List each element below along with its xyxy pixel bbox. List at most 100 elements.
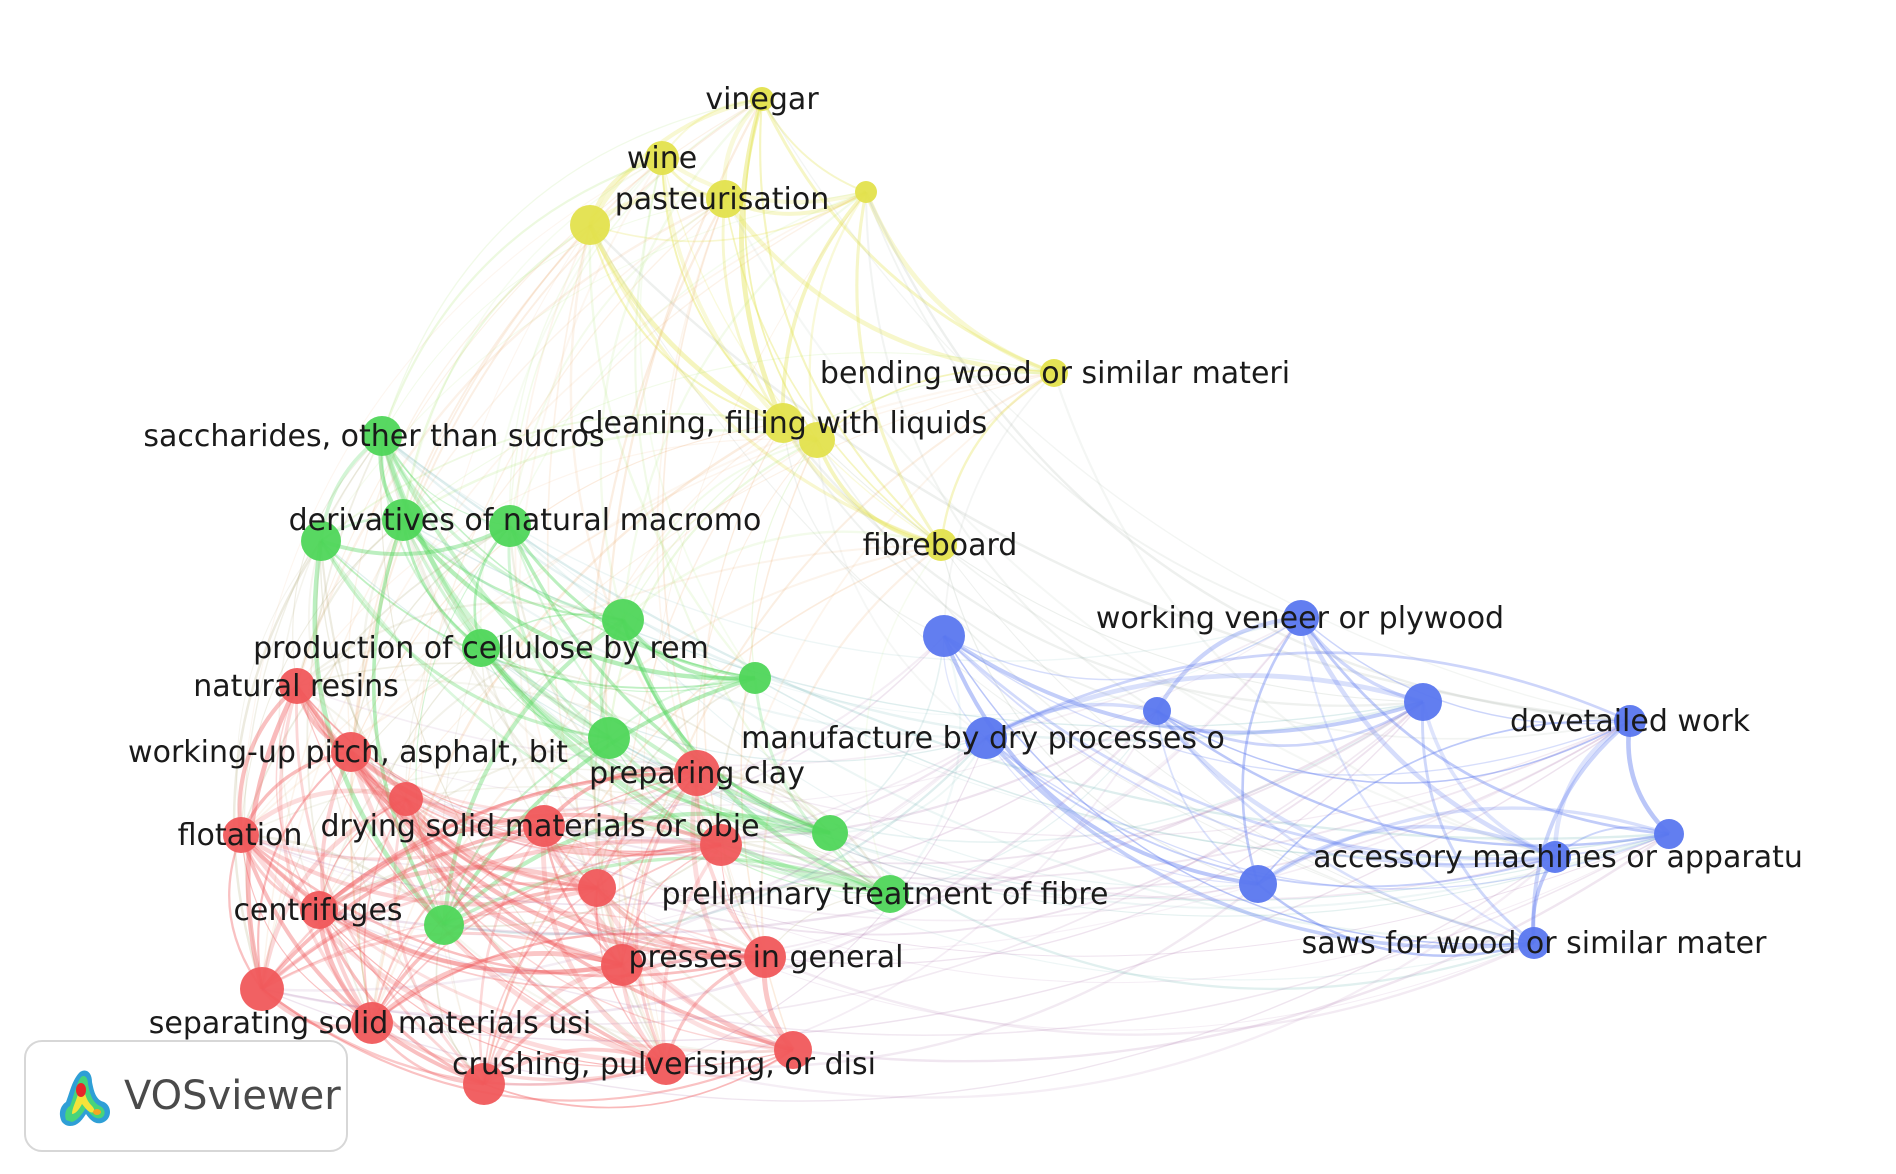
node-crushing[interactable] — [645, 1043, 687, 1085]
link-working_veneer-b_unlabeled_2 — [1155, 615, 1302, 713]
node-g_unlabeled_2[interactable] — [489, 505, 531, 547]
link-b_unlabeled_1-b_unlabeled_3 — [942, 634, 1424, 735]
link-g_unlabeled_1-r_unlabeled_1 — [319, 540, 407, 800]
node-g_unlabeled_5[interactable] — [588, 717, 630, 759]
node-r_unlabeled_4[interactable] — [601, 944, 643, 986]
node-label-natural_resins[interactable]: natural resins — [193, 669, 399, 704]
node-r_unlabeled_2[interactable] — [700, 824, 742, 866]
node-y_unlabeled_1[interactable] — [570, 205, 610, 245]
node-label-separating[interactable]: separating solid materials usi — [149, 1006, 592, 1041]
node-bending[interactable] — [1040, 359, 1068, 387]
link-natural_resins-centrifuges — [275, 685, 320, 911]
node-b_unlabeled_3[interactable] — [1404, 683, 1442, 721]
link-production-r_unlabeled_6 — [441, 647, 485, 1085]
node-g_unlabeled_1[interactable] — [301, 521, 341, 561]
link-working_up-r_unlabeled_2 — [349, 750, 722, 856]
node-r_unlabeled_7[interactable] — [774, 1031, 812, 1069]
node-label-production[interactable]: production of cellulose by rem — [253, 631, 709, 666]
link-r_unlabeled_1-r_unlabeled_5 — [259, 796, 407, 990]
node-b_unlabeled_2[interactable] — [1143, 697, 1171, 725]
node-label-pasteurisation[interactable]: pasteurisation — [615, 182, 829, 217]
node-y_unlabeled_3[interactable] — [799, 422, 835, 458]
node-label-accessory[interactable]: accessory machines or apparatu — [1313, 840, 1803, 875]
node-pasteurisation[interactable] — [706, 180, 744, 218]
node-r_unlabeled_6[interactable] — [463, 1063, 505, 1105]
node-working_up[interactable] — [331, 732, 371, 772]
link-b_unlabeled_2-dovetailed — [1156, 710, 1631, 784]
node-y_unlabeled_2[interactable] — [855, 181, 877, 203]
node-label-saccharides[interactable]: saccharides, other than sucros — [143, 419, 604, 454]
link-crushing-r_unlabeled_6 — [482, 1047, 667, 1086]
node-r_unlabeled_3[interactable] — [578, 869, 616, 907]
link-dovetailed-accessory — [1552, 719, 1632, 858]
node-label-working_veneer[interactable]: working veneer or plywood — [1096, 601, 1504, 636]
node-fibreboard[interactable] — [925, 529, 957, 561]
node-label-vinegar[interactable]: vinegar — [705, 82, 819, 117]
link-working_up-preparing_clay — [350, 750, 698, 813]
node-label-working_up[interactable]: working-up pitch, asphalt, bit — [128, 735, 568, 770]
node-working_veneer[interactable] — [1283, 600, 1319, 636]
node-label-fibreboard[interactable]: fibreboard — [863, 528, 1018, 563]
link-fibreboard-preliminary — [864, 544, 942, 895]
link-production-b_unlabeled_4 — [480, 647, 1670, 917]
node-cleaning[interactable] — [763, 403, 803, 443]
link-centrifuges-r_unlabeled_7 — [318, 909, 794, 1069]
link-y_unlabeled_3-natural_resins — [296, 438, 818, 687]
node-dovetailed[interactable] — [1614, 705, 1646, 737]
node-wine[interactable] — [645, 141, 679, 175]
link-preparing_clay-separating — [371, 772, 698, 1024]
node-accessory[interactable] — [1539, 841, 1571, 873]
node-production[interactable] — [462, 629, 500, 667]
node-label-centrifuges[interactable]: centrifuges — [233, 893, 402, 928]
node-natural_resins[interactable] — [279, 668, 315, 704]
node-b_unlabeled_5[interactable] — [1239, 865, 1277, 903]
node-g_unlabeled_4[interactable] — [739, 662, 771, 694]
node-drying[interactable] — [523, 805, 565, 847]
node-presses[interactable] — [744, 936, 786, 978]
node-vinegar[interactable] — [750, 87, 774, 111]
link-y_unlabeled_1-r_unlabeled_6 — [420, 224, 591, 1085]
node-g_unlabeled_6[interactable] — [812, 815, 848, 851]
node-separating[interactable] — [351, 1002, 393, 1044]
node-preliminary[interactable] — [871, 875, 909, 913]
node-label-presses[interactable]: presses in general — [629, 940, 904, 975]
node-label-flotation[interactable]: flotation — [178, 818, 303, 853]
node-label-dovetailed[interactable]: dovetailed work — [1510, 704, 1751, 739]
link-vinegar-y_unlabeled_2 — [761, 98, 867, 193]
link-dovetailed-saws — [1531, 719, 1632, 944]
node-b_unlabeled_1[interactable] — [923, 615, 965, 657]
node-label-manufacture[interactable]: manufacture by dry processes o — [741, 721, 1225, 756]
link-wine-separating — [349, 157, 663, 1024]
link-pasteurisation-r_unlabeled_1 — [405, 198, 726, 800]
link-derivatives-r_unlabeled_2 — [401, 519, 722, 847]
node-b_unlabeled_4[interactable] — [1654, 819, 1684, 849]
node-label-saws[interactable]: saws for wood or similar mater — [1302, 926, 1767, 961]
node-g_unlabeled_7[interactable] — [424, 905, 464, 945]
link-working_veneer-dovetailed — [1300, 617, 1631, 725]
link-g_unlabeled_7-preparing_clay — [443, 772, 698, 926]
link-y_unlabeled_2-crushing — [641, 191, 867, 1065]
node-label-preliminary[interactable]: preliminary treatment of fibre — [662, 877, 1109, 912]
link-saccharides-r_unlabeled_5 — [243, 435, 383, 990]
node-label-wine[interactable]: wine — [627, 141, 697, 176]
node-manufacture[interactable] — [965, 717, 1007, 759]
link-drying-r_unlabeled_6 — [478, 825, 546, 1085]
node-g_unlabeled_3[interactable] — [602, 599, 644, 641]
node-preparing_clay[interactable] — [674, 750, 720, 796]
node-derivatives[interactable] — [382, 499, 424, 541]
link-derivatives-manufacture — [402, 519, 987, 740]
node-r_unlabeled_5[interactable] — [240, 967, 284, 1011]
node-saws[interactable] — [1518, 927, 1550, 959]
node-label-preparing_clay[interactable]: preparing clay — [589, 756, 805, 791]
node-r_unlabeled_1[interactable] — [389, 782, 423, 816]
node-label-cleaning[interactable]: cleaning, filling with liquids — [579, 406, 988, 441]
node-label-crushing[interactable]: crushing, pulverising, or disi — [452, 1047, 876, 1082]
node-saccharides[interactable] — [362, 416, 402, 456]
node-label-derivatives[interactable]: derivatives of natural macromo — [289, 503, 762, 538]
node-label-drying[interactable]: drying solid materials or obje — [320, 809, 759, 844]
node-flotation[interactable] — [223, 817, 259, 853]
node-label-bending[interactable]: bending wood or similar materi — [820, 356, 1290, 391]
node-centrifuges[interactable] — [300, 891, 338, 929]
link-g_unlabeled_1-preliminary — [319, 540, 891, 896]
